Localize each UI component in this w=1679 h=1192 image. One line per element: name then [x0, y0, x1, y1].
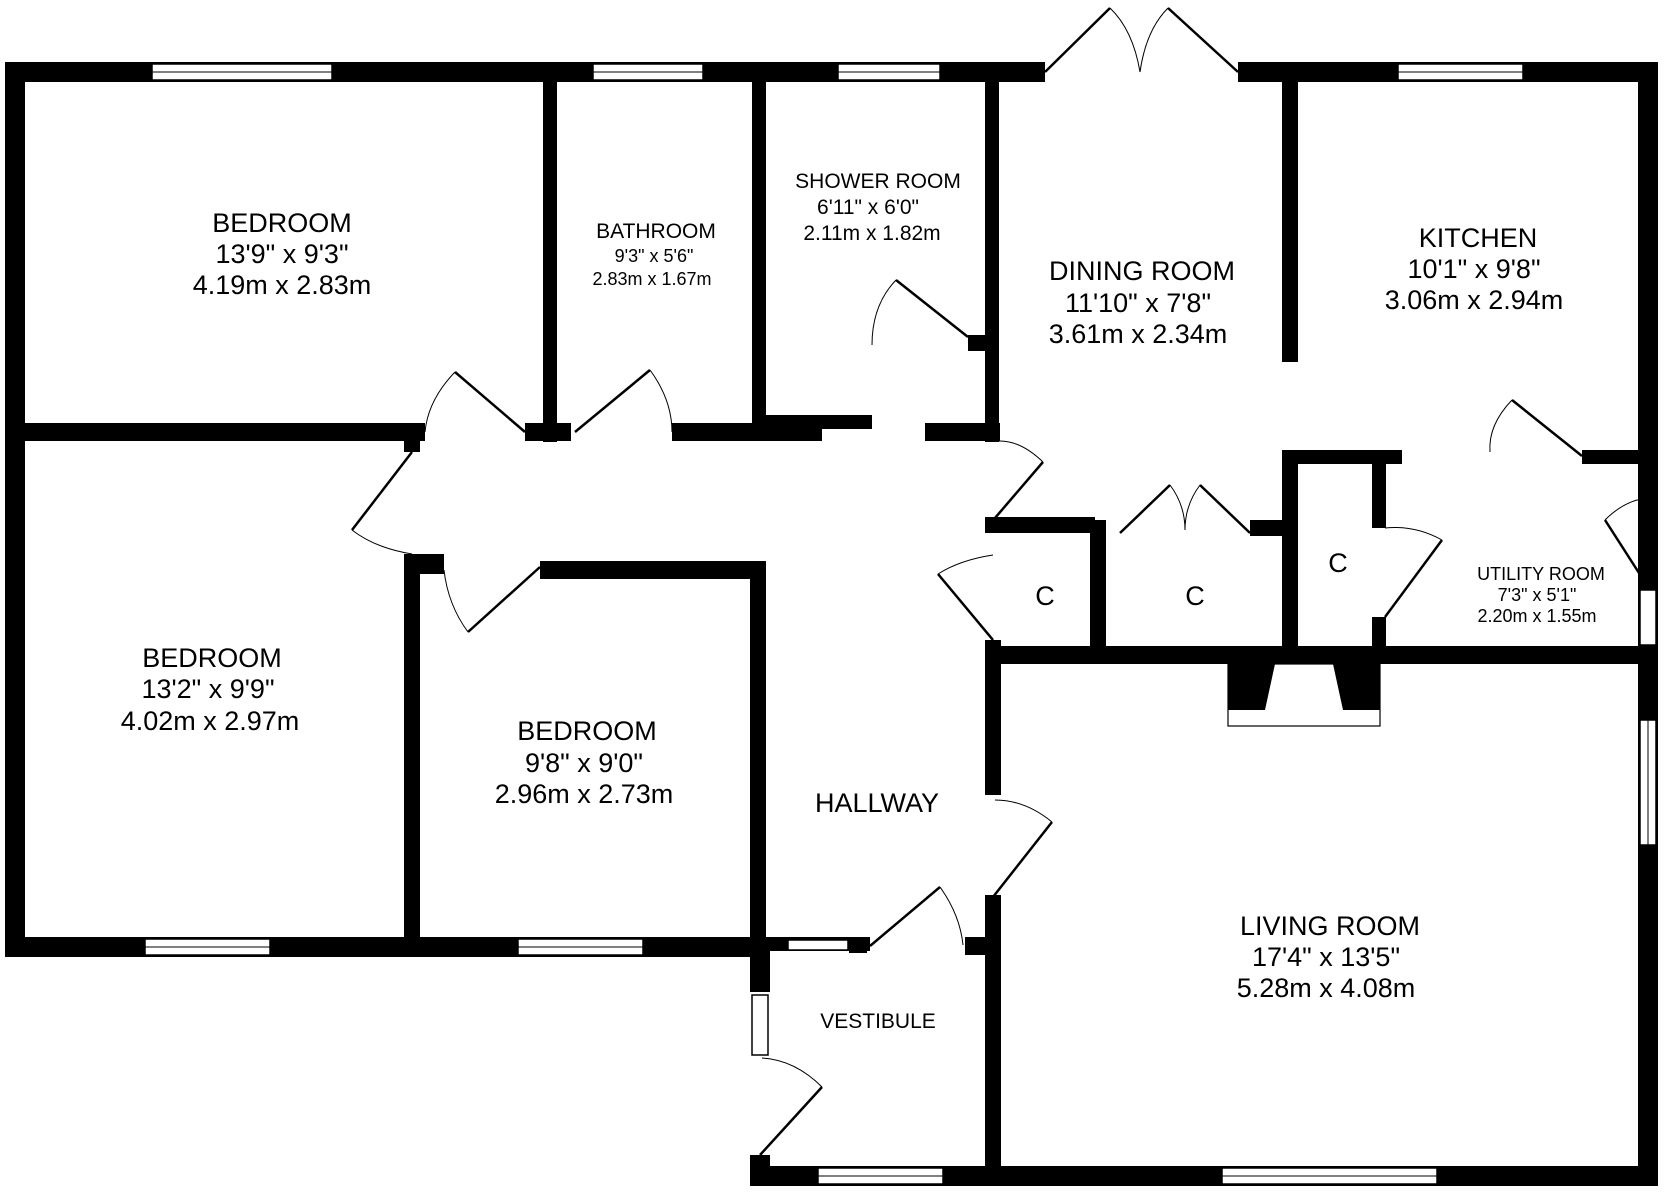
- living-room-metric: 5.28m x 4.08m: [1237, 973, 1416, 1003]
- bedroom-3-imperial: 9'8" x 9'0": [525, 748, 643, 778]
- shower-room-metric: 2.11m x 1.82m: [803, 222, 940, 245]
- fireplace: [1227, 663, 1381, 727]
- hallway-name: HALLWAY: [815, 788, 939, 818]
- utility-room-metric: 2.20m x 1.55m: [1477, 606, 1596, 626]
- bedroom-1-name: BEDROOM: [212, 208, 352, 238]
- utility-room-imperial: 7'3" x 5'1": [1498, 585, 1577, 605]
- bedroom-3-metric: 2.96m x 2.73m: [495, 779, 674, 809]
- shower-room-name: SHOWER ROOM: [795, 170, 961, 193]
- shower-room-imperial: 6'11" x 6'0": [817, 196, 919, 219]
- living-room-name: LIVING ROOM: [1240, 911, 1420, 941]
- dining-room-name: DINING ROOM: [1049, 256, 1235, 286]
- bathroom-metric: 2.83m x 1.67m: [592, 269, 711, 289]
- bedroom-2-metric: 4.02m x 2.97m: [121, 706, 300, 736]
- bedroom-1-imperial: 13'9" x 9'3": [215, 239, 348, 269]
- kitchen-name: KITCHEN: [1419, 223, 1538, 253]
- vestibule-name: VESTIBULE: [820, 1010, 936, 1033]
- dining-room-imperial: 11'10" x 7'8": [1065, 288, 1211, 318]
- cupboard-1-label: C: [1035, 581, 1055, 611]
- bedroom-2-name: BEDROOM: [142, 643, 282, 673]
- bathroom-imperial: 9'3" x 5'6": [615, 246, 694, 266]
- kitchen-imperial: 10'1" x 9'8": [1407, 254, 1540, 284]
- bedroom-2-imperial: 13'2" x 9'9": [141, 674, 274, 704]
- bedroom-3-name: BEDROOM: [517, 716, 657, 746]
- cupboard-2-label: C: [1185, 581, 1205, 611]
- bedroom-1-metric: 4.19m x 2.83m: [193, 270, 372, 300]
- dining-room-metric: 3.61m x 2.34m: [1049, 319, 1228, 349]
- living-room-imperial: 17'4" x 13'5": [1252, 942, 1400, 972]
- kitchen-metric: 3.06m x 2.94m: [1385, 285, 1564, 315]
- utility-room-name: UTILITY ROOM: [1477, 564, 1605, 584]
- bathroom-name: BATHROOM: [596, 220, 716, 243]
- room-labels: BEDROOM 13'9" x 9'3" 4.19m x 2.83m BATHR…: [121, 170, 1605, 1033]
- doors: [351, 7, 1650, 1156]
- windows: [144, 63, 1657, 1185]
- cupboard-3-label: C: [1328, 548, 1348, 578]
